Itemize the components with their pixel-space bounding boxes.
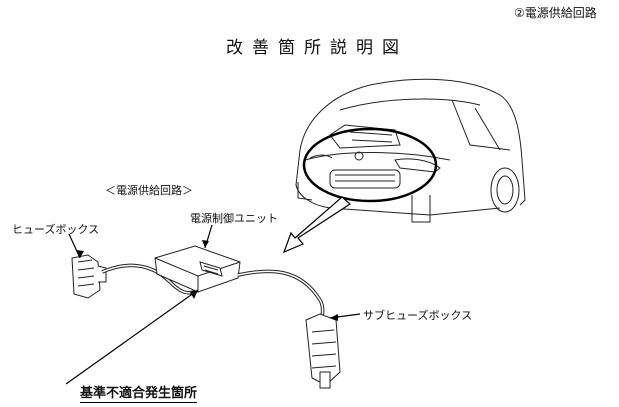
section-label: ＜電源供給回路＞ <box>105 184 193 197</box>
sub-fuse-box-label: サブヒューズボックス <box>363 309 473 322</box>
car-illustration <box>295 78 526 223</box>
power-control-unit-label: 電源制御ユニット <box>190 212 278 225</box>
fuse-box-label: ヒューズボックス <box>12 223 100 236</box>
highlight-ellipse <box>302 127 438 203</box>
defect-leader-line <box>65 289 199 385</box>
page-title: 改善箇所説明図 <box>226 38 408 58</box>
callout-arrow <box>282 196 351 254</box>
defect-location-label: 基準不適合発生箇所 <box>80 382 198 403</box>
sub-fuse-box-illustration <box>305 313 341 389</box>
power-control-unit-illustration <box>154 245 241 293</box>
corner-label: ②電源供給回路 <box>514 6 597 20</box>
fuse-box-illustration <box>71 254 107 299</box>
